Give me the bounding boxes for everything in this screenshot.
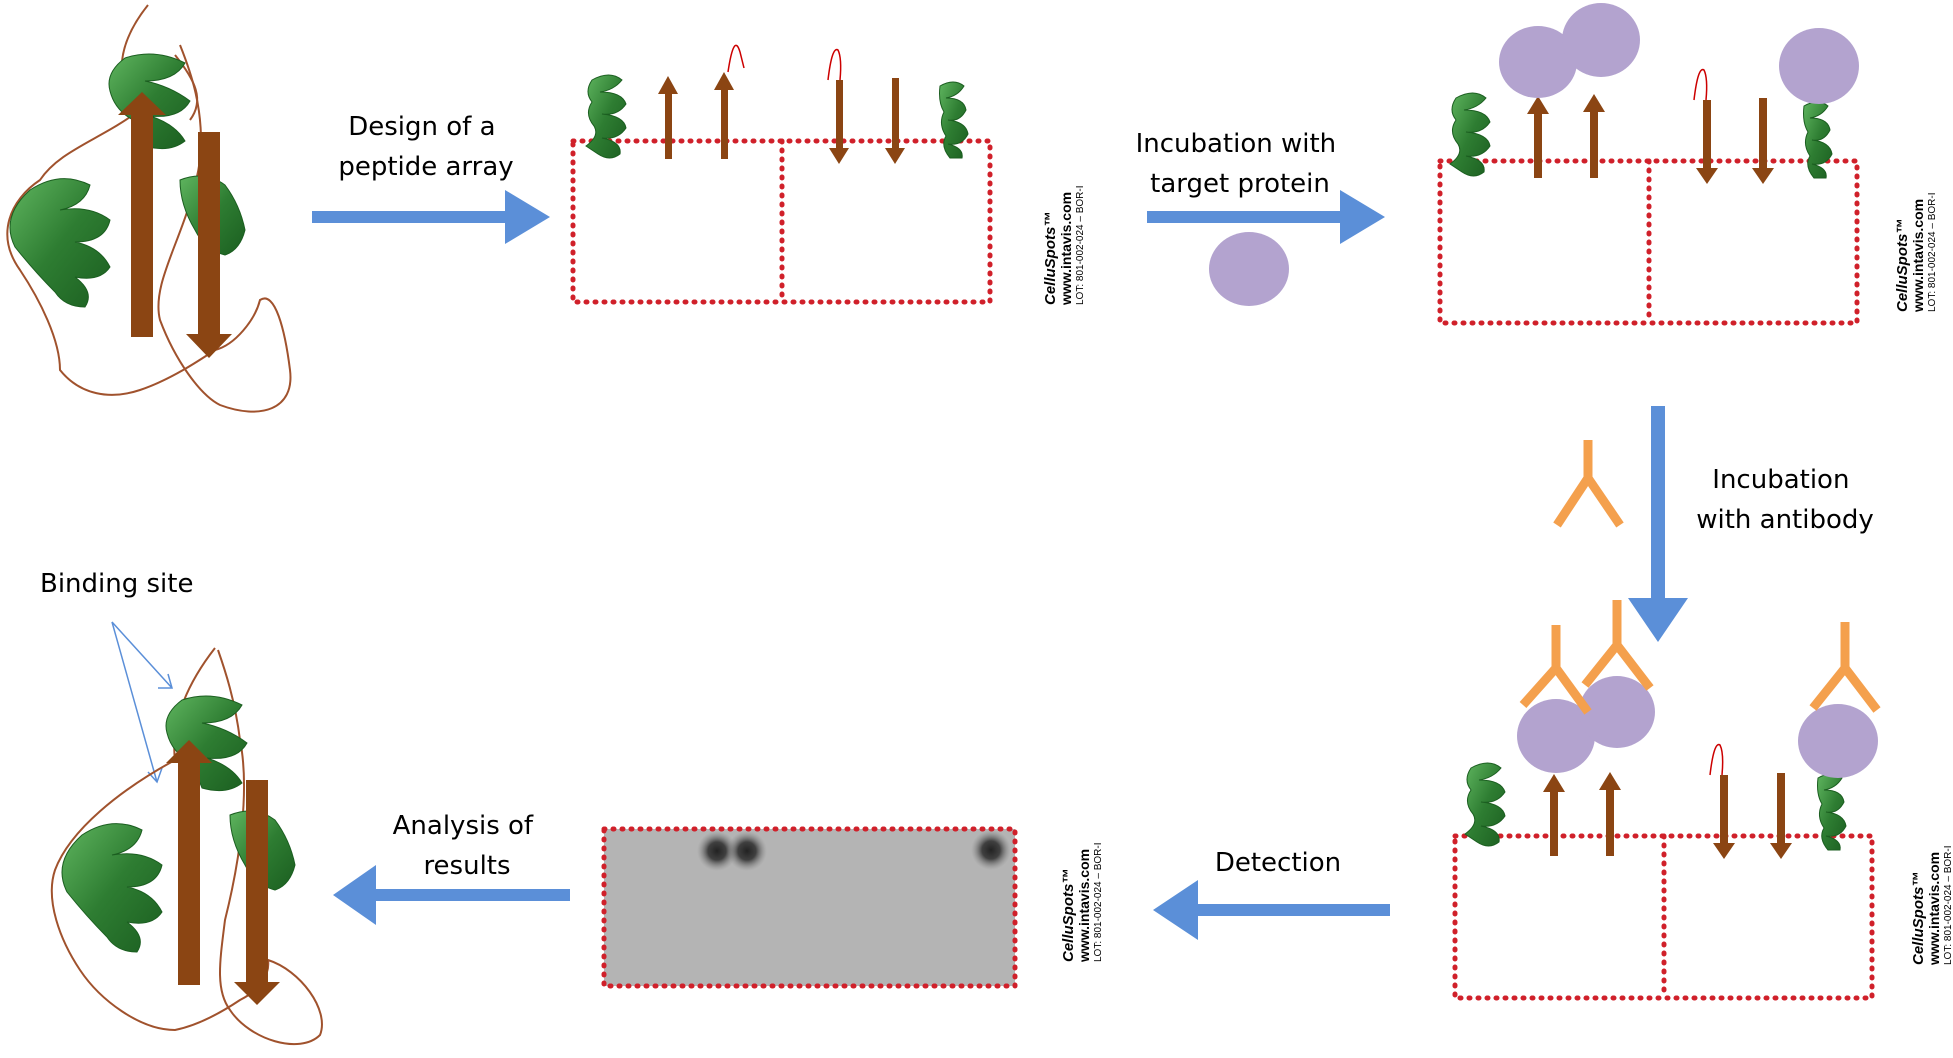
flow-arrow-icon	[333, 865, 570, 925]
peptide-array-membrane-icon: CelluSpots™ www.intavis.com LOT: 801-002…	[570, 44, 1086, 306]
detection-scan-icon: CelluSpots™ www.intavis.com LOT: 801-002…	[601, 826, 1104, 989]
target-protein-icon	[1209, 232, 1289, 306]
flow-arrow-icon	[312, 190, 550, 244]
brand-url: www.intavis.com	[1076, 849, 1092, 963]
peptide-array-membrane-icon: CelluSpots™ www.intavis.com LOT: 801-002…	[1452, 600, 1953, 1001]
brand-url: www.intavis.com	[1910, 199, 1926, 313]
brand-name: CelluSpots™	[1042, 212, 1059, 305]
binding-site-label: Binding site	[40, 569, 193, 599]
antibody-icon	[1809, 622, 1881, 713]
target-protein-icon	[1779, 28, 1859, 104]
flow-arrow-icon	[1153, 880, 1390, 940]
flow-arrow-icon	[1147, 190, 1385, 244]
design-label: Design of a peptide array	[338, 112, 513, 182]
brand-lot: LOT: 801-002-024 – BOR-I	[1075, 185, 1086, 305]
detection-label: Detection	[1215, 848, 1341, 878]
incubation-antibody-label: Incubation with antibody	[1696, 465, 1874, 535]
target-protein-icon	[1562, 3, 1640, 77]
brand-lot: LOT: 801-002-024 – BOR-I	[1927, 192, 1938, 312]
brand-url: www.intavis.com	[1058, 192, 1074, 306]
target-protein-icon	[1798, 704, 1878, 778]
protein-structure-icon	[50, 647, 323, 1045]
brand-name: CelluSpots™	[1060, 869, 1077, 962]
flow-arrow-icon	[1628, 406, 1688, 642]
antibody-icon	[1519, 625, 1592, 715]
antibody-icon	[1581, 600, 1654, 691]
antibody-icon	[1553, 440, 1624, 528]
target-protein-icon	[1579, 676, 1655, 748]
binding-site-pointer	[111, 621, 173, 784]
incubation-protein-label: Incubation with target protein	[1136, 129, 1345, 199]
target-protein-icon	[1517, 699, 1595, 773]
brand-lot: LOT: 801-002-024 – BOR-I	[1943, 845, 1953, 965]
brand-url: www.intavis.com	[1926, 852, 1942, 966]
peptide-array-membrane-icon: CelluSpots™ www.intavis.com LOT: 801-002…	[1437, 3, 1938, 326]
brand-lot: LOT: 801-002-024 – BOR-I	[1093, 842, 1104, 962]
protein-structure-icon	[6, 4, 292, 413]
analysis-label: Analysis of results	[393, 811, 542, 881]
brand-name: CelluSpots™	[1910, 872, 1927, 965]
target-protein-icon	[1499, 26, 1577, 98]
brand-name: CelluSpots™	[1894, 219, 1911, 312]
